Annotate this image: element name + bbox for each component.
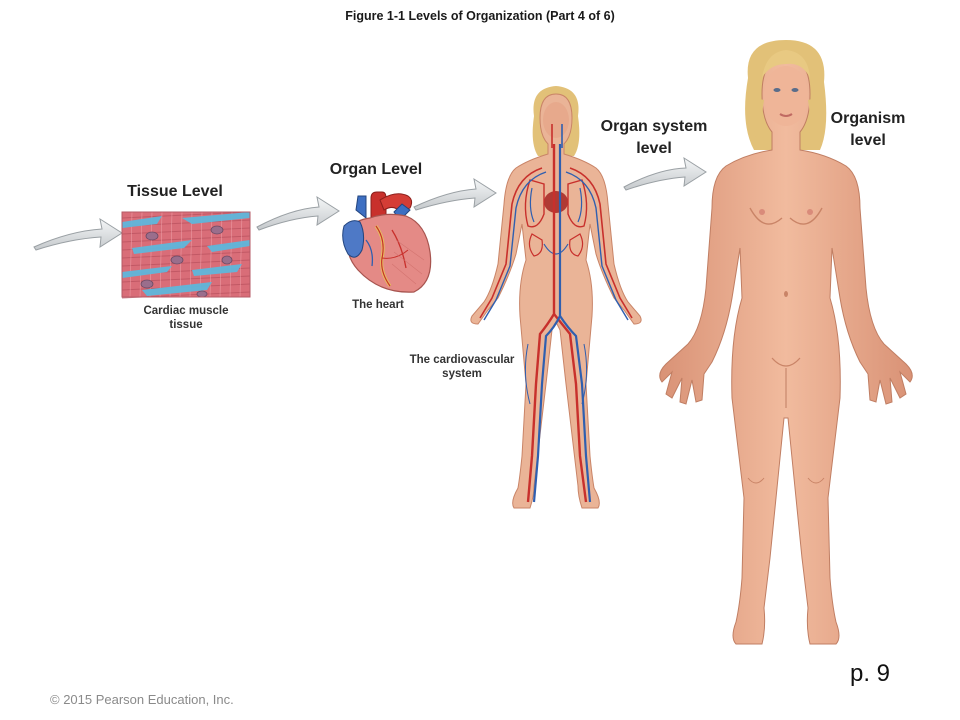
organ-caption: The heart: [352, 299, 404, 311]
arrow-into-tissue: [33, 217, 123, 251]
organism-level-label: Organism level: [830, 110, 906, 149]
cardiovascular-system-image: [470, 86, 642, 509]
arrow-right-icon: [413, 177, 497, 211]
arrow-right-icon: [256, 195, 340, 231]
arrow-system-to-organism: [623, 156, 707, 191]
tissue-caption: Cardiac muscle tissue: [143, 305, 229, 331]
heart-image: [342, 191, 432, 293]
arrow-right-icon: [623, 156, 707, 191]
tissue-level-label: Tissue Level: [127, 183, 223, 200]
figure-title: Figure 1-1 Levels of Organization (Part …: [345, 9, 615, 23]
arrow-organ-to-system: [413, 177, 497, 211]
organ-system-caption: The cardiovascular system: [409, 354, 515, 380]
organism-image: [659, 40, 913, 645]
organ-system-level-label: Organ system level: [600, 118, 708, 157]
cardiac-muscle-tissue-image: [121, 211, 251, 299]
arrow-right-icon: [33, 217, 123, 251]
page-number: p. 9: [849, 660, 890, 687]
copyright: © 2015 Pearson Education, Inc.: [50, 692, 234, 707]
arrow-tissue-to-organ: [256, 195, 340, 231]
organ-level-label: Organ Level: [329, 161, 423, 178]
